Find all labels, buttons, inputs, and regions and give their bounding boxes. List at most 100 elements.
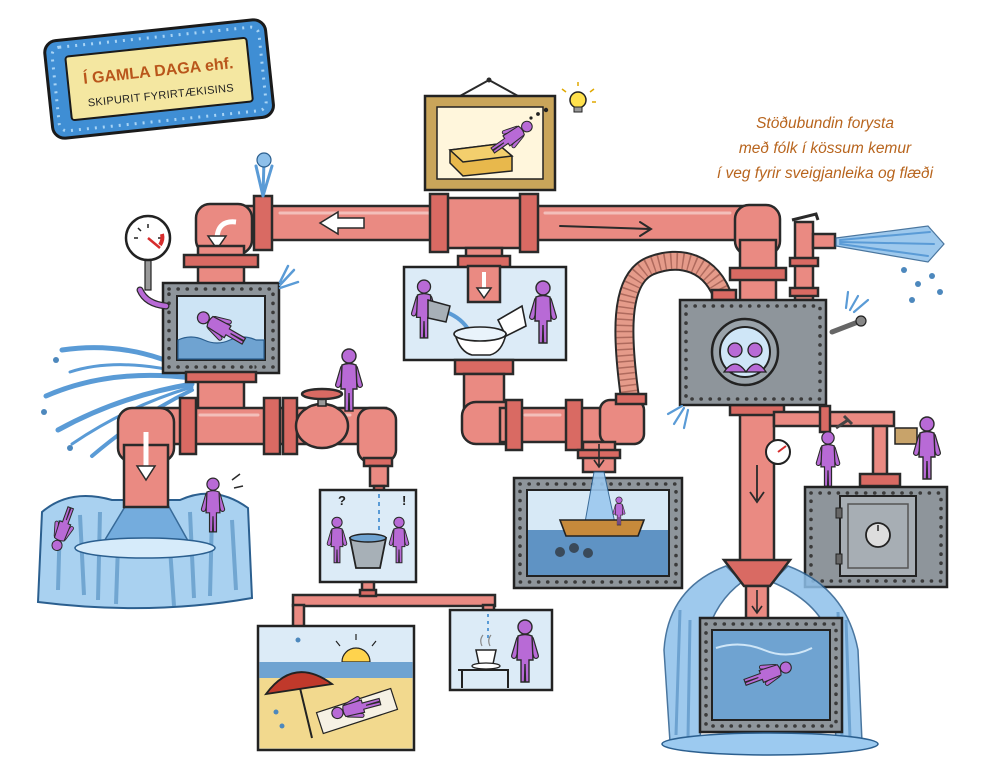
wrench-icon bbox=[829, 290, 870, 335]
safe-box-rivets bbox=[809, 491, 943, 583]
valve-handle bbox=[300, 387, 344, 401]
hose-coils bbox=[616, 252, 732, 400]
water-drop bbox=[279, 723, 285, 729]
right-water-spray bbox=[835, 225, 945, 303]
toilet-seat bbox=[453, 326, 507, 342]
porthole-head-left bbox=[727, 342, 743, 358]
side-branch-flange bbox=[818, 404, 832, 434]
umbrella-pole bbox=[299, 687, 313, 739]
safe-door-inset bbox=[847, 503, 909, 569]
cup-steam bbox=[480, 634, 492, 647]
drowning-head bbox=[569, 543, 579, 553]
gauge-stem bbox=[144, 257, 152, 291]
toilet-picture bbox=[402, 264, 568, 362]
right-box-rivets bbox=[684, 304, 822, 401]
exclamation-mark: ! bbox=[402, 493, 406, 508]
distribution-pipe bbox=[291, 580, 497, 629]
spray-jet-2 bbox=[43, 372, 195, 399]
hose-top-flange bbox=[710, 288, 738, 302]
left-pool-surface bbox=[74, 537, 216, 559]
inflow-arrow-head bbox=[475, 287, 493, 300]
bulb-glass bbox=[569, 91, 587, 109]
sun-rays bbox=[335, 634, 377, 647]
faucet-flange-top bbox=[788, 256, 820, 268]
pouring-bucket bbox=[427, 299, 451, 323]
spray-drop bbox=[909, 297, 915, 303]
top-leak-spray bbox=[254, 152, 274, 198]
top-pipe-right-arrow-line bbox=[559, 225, 651, 230]
water-drop bbox=[273, 709, 279, 715]
top-pipeline bbox=[194, 152, 782, 270]
faucet-handle bbox=[791, 212, 820, 222]
safe-dial bbox=[865, 522, 891, 548]
hammer bbox=[835, 414, 854, 430]
drowning-head bbox=[555, 547, 565, 557]
caption-line-1: Stöðubundin forysta bbox=[756, 115, 894, 132]
bulb-rays bbox=[561, 82, 596, 103]
porthole-head-right bbox=[747, 342, 763, 358]
spray-drop bbox=[53, 357, 59, 363]
boat-feed-arrow bbox=[593, 444, 605, 469]
right-column bbox=[666, 212, 949, 589]
boat-sea bbox=[528, 530, 668, 575]
toilet-icon bbox=[453, 304, 527, 356]
light-bulb-icon bbox=[561, 82, 596, 113]
tank-picture bbox=[698, 616, 844, 734]
gauge-needle bbox=[147, 237, 161, 249]
safe-valve-base bbox=[858, 472, 902, 488]
right-upper-flange bbox=[728, 266, 788, 282]
safe-hinge-top bbox=[835, 507, 843, 519]
faucet-outlet bbox=[811, 232, 837, 250]
leak-splash bbox=[256, 152, 272, 168]
distribution-flange bbox=[358, 588, 378, 598]
left-upper-flange bbox=[182, 253, 260, 269]
top-pipe-left-arrow bbox=[318, 210, 365, 236]
thought-dot-1 bbox=[529, 116, 533, 120]
center-junction bbox=[598, 398, 646, 446]
tank-frame-rivets bbox=[704, 622, 838, 728]
top-flange-left bbox=[252, 194, 274, 252]
gauge-holding-arm bbox=[137, 287, 169, 309]
top-pipe-right-arrow-head bbox=[639, 221, 653, 237]
lower-flange-2 bbox=[262, 396, 282, 456]
distribution-horizontal bbox=[291, 593, 497, 608]
faucet-flange-bottom bbox=[788, 286, 820, 298]
distribution-drop-left bbox=[291, 603, 306, 629]
sea bbox=[259, 662, 413, 678]
wrench-handle bbox=[829, 319, 861, 335]
lower-right-elbow bbox=[356, 406, 398, 464]
faucet-nozzle bbox=[368, 464, 390, 488]
center-lower-pipeline bbox=[453, 250, 738, 474]
caption-line-3: í veg fyrir sveigjanleika og flæði bbox=[717, 165, 934, 182]
waving-lines bbox=[231, 473, 244, 489]
funnel bbox=[721, 558, 793, 588]
drowning-head bbox=[583, 548, 593, 558]
porthole-shoulders bbox=[722, 363, 768, 374]
safe-valve-pipe bbox=[871, 424, 889, 478]
center-flange-1 bbox=[504, 398, 524, 452]
boat-picture bbox=[512, 471, 684, 590]
boat bbox=[558, 519, 646, 537]
company-sign: Í GAMLA DAGA ehf. SKIPURIT FYRIRTÆKISINS bbox=[43, 18, 275, 140]
coffee-cup-icon bbox=[471, 634, 501, 670]
spray-drop bbox=[41, 409, 47, 415]
lower-flange-1 bbox=[178, 396, 198, 456]
question-mark: ? bbox=[338, 493, 346, 508]
water-drop bbox=[295, 637, 301, 643]
cup-saucer bbox=[471, 662, 501, 670]
left-column bbox=[124, 214, 300, 415]
elbow-curved-arrow bbox=[214, 219, 237, 239]
carried-box bbox=[894, 427, 918, 445]
center-tee bbox=[445, 196, 523, 250]
bulb-base bbox=[573, 106, 583, 113]
spray-lines bbox=[839, 231, 935, 257]
box-corner-spray bbox=[666, 404, 690, 430]
spray-drop bbox=[901, 267, 907, 273]
cup-body bbox=[475, 649, 497, 665]
gauge-ticks bbox=[134, 224, 162, 239]
bucket-picture: ? ! bbox=[318, 488, 418, 584]
box-side-spray bbox=[278, 264, 300, 290]
table bbox=[458, 669, 509, 688]
right-down-arrow bbox=[749, 465, 765, 504]
